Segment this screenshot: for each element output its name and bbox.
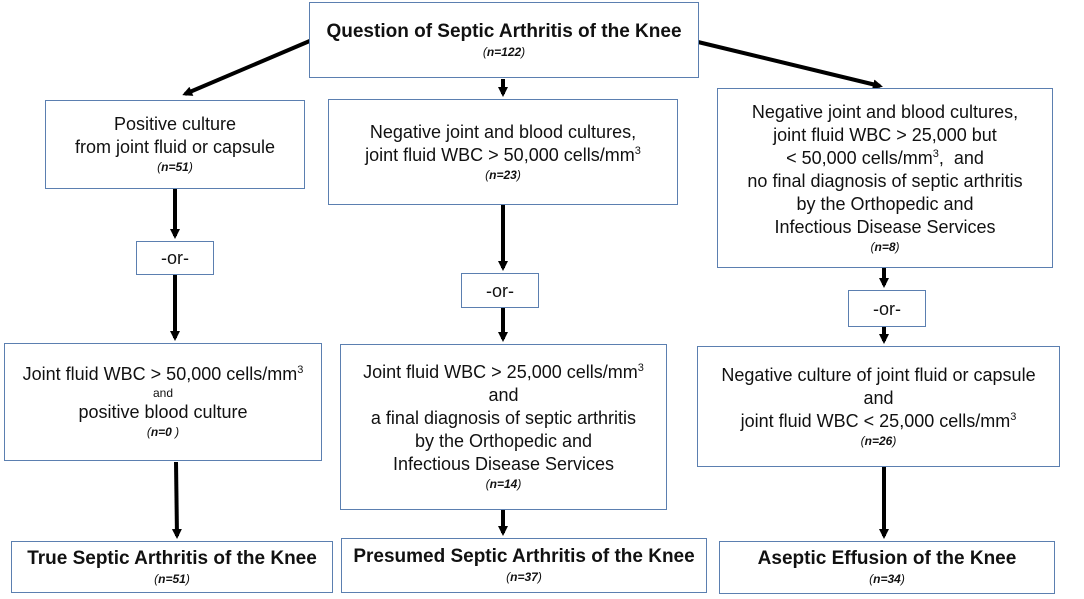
right-or-label: -or- — [873, 298, 901, 319]
left-alt-criteria-box: Joint fluid WBC > 50,000 cells/mm3 and p… — [4, 343, 322, 461]
middle-result-count: (n=37) — [506, 570, 542, 584]
right-criteria-count: (n=8) — [870, 239, 900, 254]
right-alt-line-1: Negative culture of joint fluid or capsu… — [721, 364, 1036, 385]
right-or-box: -or- — [848, 290, 926, 327]
left-criteria-line-2: from joint fluid or capsule — [74, 137, 276, 157]
middle-criteria-box: Negative joint and blood cultures, joint… — [328, 99, 678, 205]
arrow-top-to-right — [697, 40, 883, 90]
right-criteria-line-4: no final diagnosis of septic arthritis — [747, 170, 1023, 191]
middle-alt-line-5: Infectious Disease Services — [392, 454, 615, 474]
left-criteria-box: Positive culture from joint fluid or cap… — [45, 100, 305, 189]
right-criteria-line-2: joint fluid WBC > 25,000 but — [773, 124, 997, 145]
right-criteria-line-6: Infectious Disease Services — [774, 216, 996, 237]
right-result-title: Aseptic Effusion of the Knee — [757, 548, 1017, 569]
left-or-box: -or- — [136, 241, 214, 275]
middle-result-box: Presumed Septic Arthritis of the Knee (n… — [341, 538, 707, 593]
left-result-box: True Septic Arthritis of the Knee (n=51) — [11, 541, 333, 593]
right-result-box: Aseptic Effusion of the Knee (n=34) — [719, 541, 1055, 594]
right-criteria-line-1: Negative joint and blood cultures, — [751, 101, 1019, 122]
left-alt-and: and — [152, 386, 174, 400]
arrow-top-to-left — [182, 38, 313, 96]
left-criteria-line-1: Positive culture — [113, 114, 237, 134]
middle-alt-line-3: a final diagnosis of septic arthritis — [370, 408, 637, 428]
top-question-count: (n=122) — [482, 44, 526, 59]
middle-alt-line-4: by the Orthopedic and — [414, 431, 593, 451]
middle-or-box: -or- — [461, 273, 539, 308]
right-criteria-box: Negative joint and blood cultures, joint… — [717, 88, 1053, 268]
middle-or-label: -or- — [486, 280, 514, 301]
middle-alt-criteria-box: Joint fluid WBC > 25,000 cells/mm3 and a… — [340, 344, 667, 510]
middle-alt-line-2: and — [488, 385, 519, 405]
left-result-count: (n=51) — [154, 571, 190, 586]
top-question-title: Question of Septic Arthritis of the Knee — [326, 20, 682, 42]
right-result-count: (n=34) — [869, 572, 905, 586]
right-criteria-line-5: by the Orthopedic and — [796, 193, 974, 214]
left-or-label: -or- — [161, 248, 189, 268]
left-alt-count: (n=0 ) — [146, 425, 180, 439]
left-alt-line-1: Joint fluid WBC > 50,000 cells/mm3 — [22, 364, 304, 384]
right-alt-criteria-box: Negative culture of joint fluid or capsu… — [697, 346, 1060, 467]
right-criteria-line-3: < 50,000 cells/mm3, and — [786, 147, 984, 168]
left-result-title: True Septic Arthritis of the Knee — [27, 547, 317, 569]
middle-criteria-count: (n=23) — [485, 167, 521, 182]
middle-alt-line-1: Joint fluid WBC > 25,000 cells/mm3 — [363, 362, 644, 382]
right-alt-count: (n=26) — [860, 433, 897, 448]
right-alt-line-3: joint fluid WBC < 25,000 cells/mm3 — [740, 410, 1017, 431]
middle-result-title: Presumed Septic Arthritis of the Knee — [353, 546, 695, 567]
middle-alt-count: (n=14) — [485, 477, 522, 491]
right-alt-line-2: and — [863, 387, 894, 408]
middle-criteria-line-1: Negative joint and blood cultures, — [369, 121, 637, 142]
arrow-left-2-to-result — [171, 461, 182, 539]
middle-criteria-line-2: joint fluid WBC > 50,000 cells/mm3 — [365, 144, 641, 165]
top-question-box: Question of Septic Arthritis of the Knee… — [309, 2, 699, 78]
left-alt-line-2: positive blood culture — [78, 402, 248, 422]
left-criteria-count: (n=51) — [157, 160, 193, 174]
